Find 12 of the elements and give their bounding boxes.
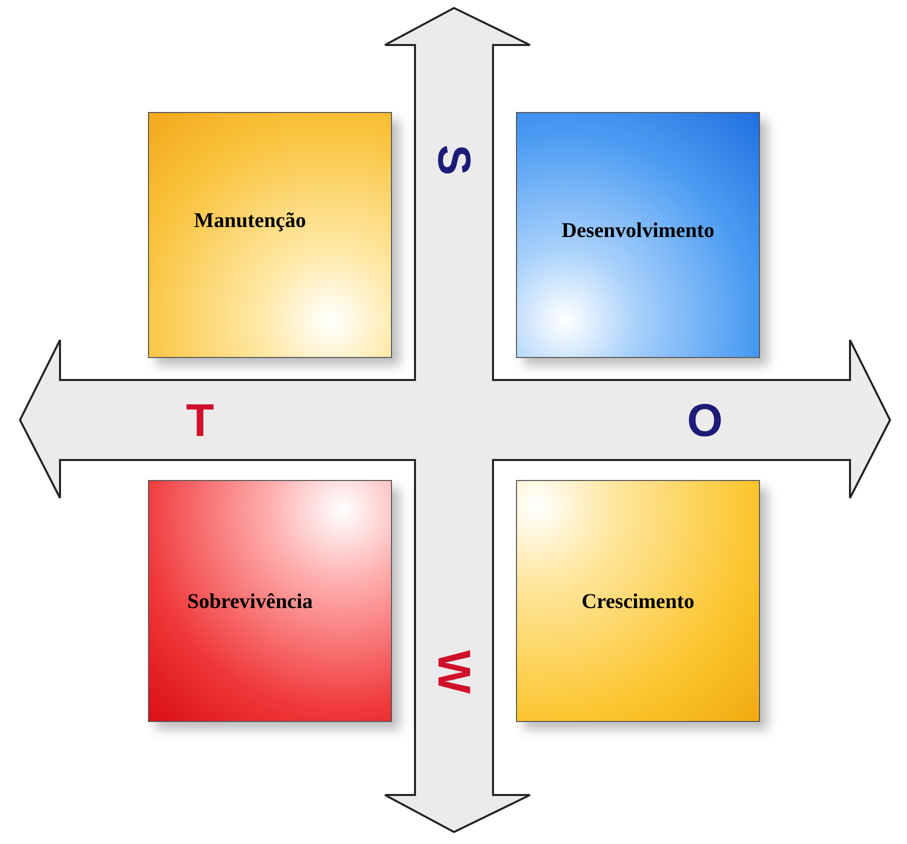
axis-letter: S	[430, 144, 477, 176]
quadrant-box	[516, 112, 760, 358]
axis-letter: O	[687, 397, 723, 443]
quadrant-box	[148, 112, 392, 358]
axis-letter: T	[186, 397, 214, 443]
axis-letter: W	[431, 650, 478, 694]
quadrant-box	[148, 480, 392, 722]
quadrant-label: Desenvolvimento	[562, 218, 714, 242]
quadrant-label: Crescimento	[582, 588, 694, 614]
quadrant-box	[516, 480, 760, 722]
quadrant-label: Sobrevivência	[187, 588, 313, 614]
quadrant-label: Manutenção	[194, 208, 306, 232]
